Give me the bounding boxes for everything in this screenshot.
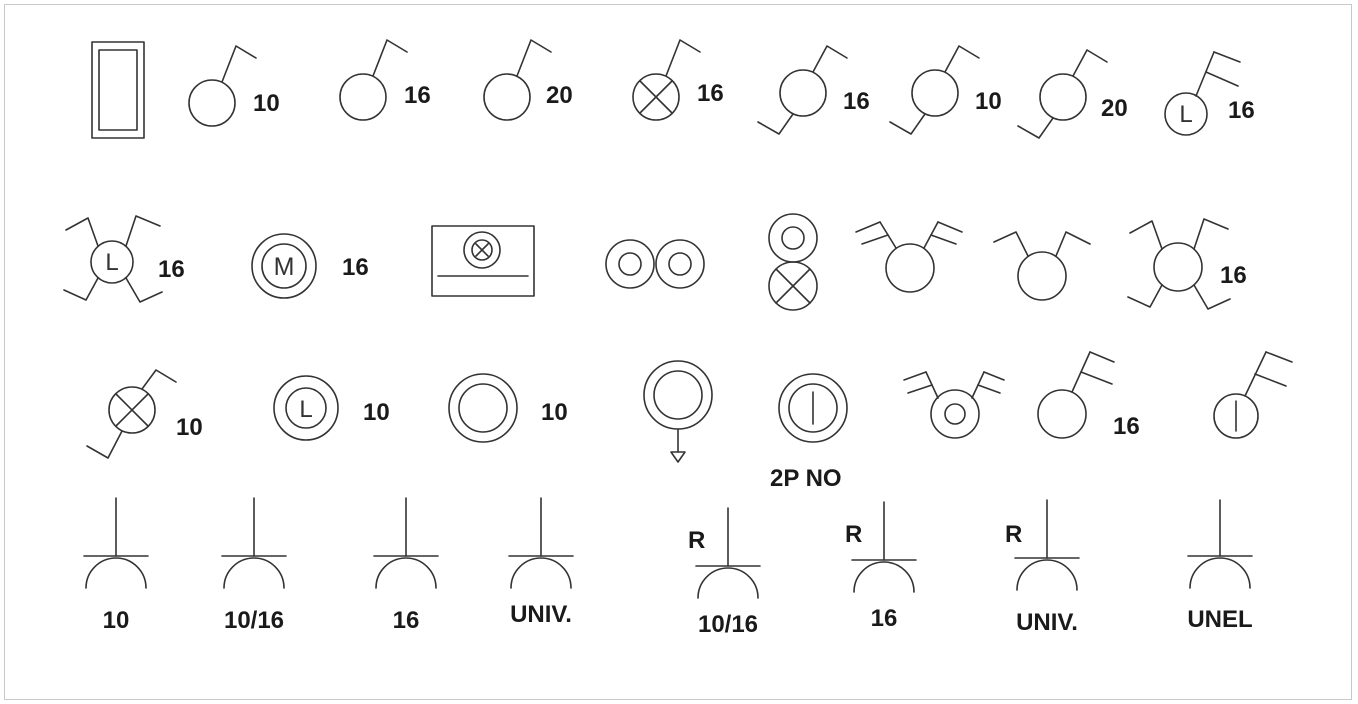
label-crossing-switch-16: 16 [158, 256, 185, 283]
label-socket-r-10-16: 10/16 [698, 611, 758, 638]
label-switch-10: 10 [253, 90, 280, 117]
double-socket-horizontal-symbol [605, 239, 705, 289]
label-illuminated-two-way-10: 10 [176, 414, 203, 441]
label-socket-10: 10 [103, 607, 130, 634]
label-socket-10-16: 10/16 [224, 607, 284, 634]
label-pilot-light-switch-16: 16 [1228, 97, 1255, 124]
socket-unel-symbol: UNEL [1187, 499, 1253, 633]
crossing-switch-16-symbol: 16 [1127, 218, 1247, 310]
label-ring-socket-10: 10 [541, 399, 568, 426]
label-pull-switch-16: 16 [1113, 413, 1140, 440]
double-switch-socket-symbol [903, 371, 1005, 439]
label-illuminated-switch-16: 16 [697, 80, 724, 107]
illuminated-switch-16-symbol: 16 [632, 39, 724, 121]
two-way-switch-20-symbol: 20 [1017, 49, 1128, 139]
junction-box-symbol [91, 41, 145, 139]
letter-l-r1: L [1179, 101, 1192, 128]
label-two-way-switch-16: 16 [843, 88, 870, 115]
label-2p-no: 2P NO [770, 465, 842, 492]
socket-with-lamp-symbol [768, 213, 818, 311]
label-two-way-switch-10: 10 [975, 88, 1002, 115]
earthed-socket-symbol [643, 360, 713, 463]
motor-outlet-16-symbol: M 16 [251, 233, 369, 299]
socket-r-univ-symbol: R UNIV. [1005, 499, 1080, 636]
socket-10-symbol: 10 [83, 497, 149, 634]
label-crossing-switch-16-b: 16 [1220, 262, 1247, 289]
label-socket-univ: UNIV. [510, 601, 572, 628]
two-pole-socket-symbol: 2P NO [770, 373, 848, 492]
label-pilot-light-10: 10 [363, 399, 390, 426]
socket-univ-symbol: UNIV. [508, 497, 574, 628]
label-socket-r-16: 16 [871, 605, 898, 632]
label-socket-r-univ: UNIV. [1016, 609, 1078, 636]
socket-16-symbol: 16 [373, 497, 439, 634]
two-way-switch-16-symbol: 16 [757, 45, 870, 135]
diagram-frame [4, 4, 1352, 700]
label-r-3: R [1005, 521, 1022, 548]
double-switch-symbol [855, 221, 963, 293]
label-socket-16: 16 [393, 607, 420, 634]
switch-10-symbol: 10 [188, 45, 280, 127]
switch-16-symbol: 16 [339, 39, 431, 121]
crossing-switch-l-16-symbol: L 16 [63, 215, 185, 303]
switch-20-symbol: 20 [483, 39, 573, 121]
pull-switch-16-symbol: 16 [1037, 351, 1140, 440]
pilot-light-switch-16-symbol: L 16 [1164, 51, 1255, 136]
label-r-2: R [845, 521, 862, 548]
label-switch-16: 16 [404, 82, 431, 109]
socket-r-16-symbol: R 16 [845, 501, 917, 632]
pilot-light-10-symbol: L 10 [273, 375, 390, 441]
label-r-1: R [688, 527, 705, 554]
label-motor-outlet-16: 16 [342, 254, 369, 281]
two-way-switch-10-symbol: 10 [889, 45, 1002, 135]
socket-r-10-16-symbol: R 10/16 [688, 507, 761, 638]
letter-l-r3: L [299, 396, 312, 423]
socket-10-16-symbol: 10/16 [221, 497, 287, 634]
ring-socket-10-symbol: 10 [448, 373, 568, 443]
illuminated-two-way-10-symbol: 10 [86, 369, 203, 459]
series-switch-symbol [993, 231, 1091, 301]
label-socket-unel: UNEL [1187, 606, 1252, 633]
bipolar-switch-symbol [1213, 351, 1293, 439]
control-panel-symbol [431, 225, 535, 297]
label-two-way-switch-20: 20 [1101, 95, 1128, 122]
letter-l-r2: L [105, 249, 118, 276]
letter-m: M [274, 253, 295, 281]
label-switch-20: 20 [546, 82, 573, 109]
